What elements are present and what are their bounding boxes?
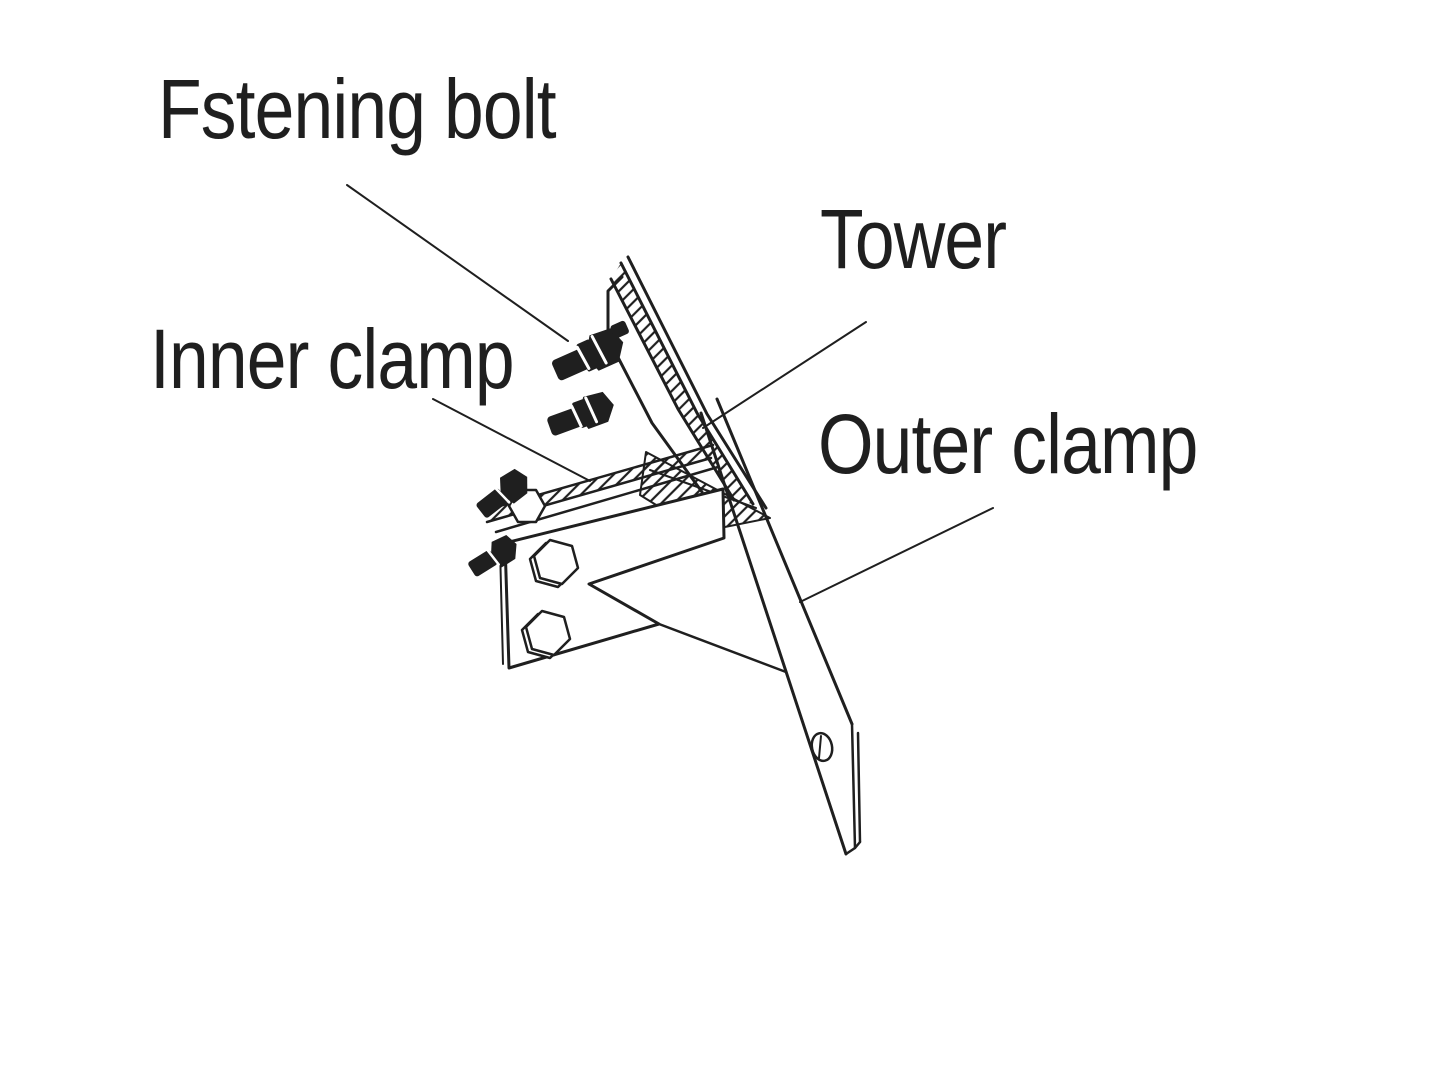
inner-clamp-bolt-lower [468,535,517,577]
outer-clamp-right-edge [715,397,854,726]
leader-outer-clamp [799,507,994,603]
outer-clamp-left-edge [699,411,848,856]
plate-notch-extension-line [657,622,788,674]
leader-tower [702,321,867,429]
fastening-bolt-label: Fstening bolt [158,62,557,156]
outer-clamp-label: Outer clamp [818,397,1198,491]
inner-clamp-bolt-upper [476,468,528,518]
leader-lines [346,184,994,603]
outer-clamp-thickness-edge [850,722,857,850]
plate-left-thickness-edge [499,547,504,665]
outer-clamp-arm [699,397,862,856]
hex-head-upper [532,538,580,586]
outer-clamp-bottom-tip [844,840,862,856]
junction-fan-line [649,469,757,509]
leader-inner-clamp [432,398,591,482]
outer-clamp-hole [810,731,834,763]
fastening-bolt-lower [547,391,614,436]
outer-clamp-hole-slot [818,735,822,759]
hex-head-lower [524,609,572,657]
fastening-bolt-upper [552,320,629,381]
inner-clamp-label: Inner clamp [150,312,515,406]
tower-label: Tower [820,192,1007,286]
tower-inner-edge [619,261,755,506]
tower-web-edge [609,277,736,502]
plate-hex-bolt-heads [520,538,580,660]
drawing-ink [346,184,994,856]
leader-fastening-bolt [346,184,569,342]
tower-outer-edge [626,255,768,510]
outer-clamp-far-edge [856,731,862,844]
